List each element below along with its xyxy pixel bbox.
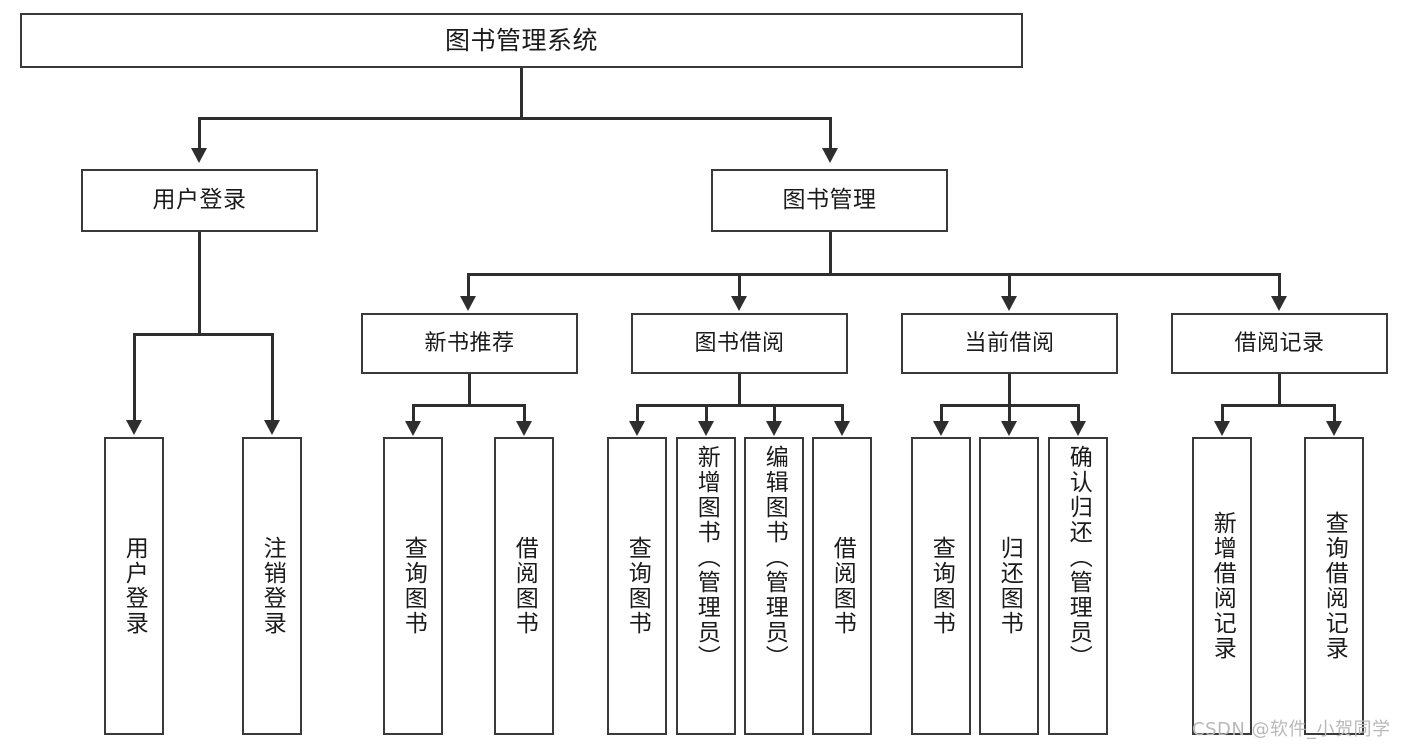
node-label: 借阅图书 (511, 536, 538, 636)
connector-current-trunk (1008, 374, 1011, 406)
arrow-borrow-to-query (629, 421, 645, 436)
leaf-current-query-book[interactable]: 查询图书 (911, 437, 971, 735)
connector-current-c3 (1077, 404, 1080, 422)
arrow-record-to-query (1326, 421, 1342, 436)
connector-current-c1 (940, 404, 943, 422)
leaf-user-login[interactable]: 用户登录 (104, 437, 164, 735)
node-label: 图书管理系统 (444, 25, 598, 55)
arrow-borrow-to-edit (766, 421, 782, 436)
connector-record-c2 (1333, 404, 1336, 422)
node-label: 查询图书 (624, 536, 651, 636)
leaf-recommend-query-book[interactable]: 查询图书 (383, 437, 443, 735)
arrow-recommend-to-borrow (516, 421, 532, 436)
node-label: 编辑图书（管理员） (761, 445, 788, 670)
node-label: 图书管理 (782, 186, 877, 213)
node-label: 归还图书 (996, 536, 1023, 636)
arrow-bookmgmt-to-borrow (731, 296, 747, 311)
arrow-login-to-logout (264, 420, 280, 435)
node-borrow-record[interactable]: 借阅记录 (1171, 313, 1388, 374)
connector-root-to-login (198, 117, 201, 149)
connector-current-c2 (1008, 404, 1011, 422)
connector-bookmgmt-trunk (829, 232, 832, 275)
connector-login-left (133, 333, 136, 421)
node-book-management[interactable]: 图书管理 (711, 169, 948, 232)
connector-bookmgmt-b2 (738, 273, 741, 297)
arrow-borrow-to-lend (834, 421, 850, 436)
leaf-borrow-edit-book[interactable]: 编辑图书（管理员） (744, 437, 804, 735)
node-root-system[interactable]: 图书管理系统 (20, 13, 1023, 68)
arrow-current-to-confirm (1070, 421, 1086, 436)
leaf-recommend-borrow-book[interactable]: 借阅图书 (494, 437, 554, 735)
node-label: 当前借阅 (964, 330, 1055, 356)
connector-borrow-c3 (773, 404, 776, 422)
connector-login-trunk (198, 232, 201, 335)
connector-borrow-bar (637, 404, 844, 407)
connector-root-to-bookmgmt (829, 117, 832, 149)
leaf-borrow-add-book[interactable]: 新增图书（管理员） (676, 437, 736, 735)
connector-borrow-c4 (841, 404, 844, 422)
node-new-book-recommend[interactable]: 新书推荐 (361, 313, 578, 374)
arrow-recommend-to-query (405, 421, 421, 436)
node-label: 查询图书 (400, 536, 427, 636)
connector-borrow-c2 (705, 404, 708, 422)
watermark: CSDN @软件_小贺同学 (1192, 719, 1391, 740)
node-label: 查询借阅记录 (1321, 511, 1348, 661)
arrow-current-to-return (1001, 421, 1017, 436)
connector-bookmgmt-b3 (1008, 273, 1011, 297)
node-label: 新增借阅记录 (1209, 511, 1236, 661)
node-label: 用户登录 (121, 536, 148, 636)
node-label: 新增图书（管理员） (693, 445, 720, 670)
node-label: 新书推荐 (424, 330, 515, 356)
node-current-borrow[interactable]: 当前借阅 (901, 313, 1118, 374)
connector-login-bar (134, 333, 274, 336)
connector-borrow-c1 (636, 404, 639, 422)
leaf-borrow-lend-book[interactable]: 借阅图书 (812, 437, 872, 735)
arrow-root-to-bookmgmt (822, 148, 838, 163)
arrow-bookmgmt-to-current (1001, 296, 1017, 311)
leaf-record-query[interactable]: 查询借阅记录 (1304, 437, 1364, 735)
node-label: 查询图书 (928, 536, 955, 636)
connector-recommend-c2 (523, 404, 526, 422)
node-label: 注销登录 (259, 536, 286, 636)
connector-recommend-c1 (412, 404, 415, 422)
node-user-login[interactable]: 用户登录 (81, 169, 318, 232)
leaf-current-confirm-return[interactable]: 确认归还（管理员） (1048, 437, 1108, 735)
arrow-current-to-query (933, 421, 949, 436)
connector-recommend-bar (413, 404, 526, 407)
connector-record-trunk (1278, 374, 1281, 406)
connector-root-trunk (520, 68, 523, 117)
connector-root-bar (198, 117, 832, 120)
connector-borrow-trunk (738, 374, 741, 406)
arrow-bookmgmt-to-recommend (460, 296, 476, 311)
leaf-record-add[interactable]: 新增借阅记录 (1192, 437, 1252, 735)
connector-bookmgmt-b4 (1278, 273, 1281, 297)
node-book-borrow[interactable]: 图书借阅 (631, 313, 848, 374)
arrow-record-to-add (1214, 421, 1230, 436)
node-label: 图书借阅 (694, 330, 785, 356)
node-label: 用户登录 (152, 186, 247, 213)
connector-record-bar (1222, 404, 1336, 407)
leaf-logout[interactable]: 注销登录 (242, 437, 302, 735)
arrow-bookmgmt-to-record (1271, 296, 1287, 311)
connector-login-right (271, 333, 274, 421)
arrow-login-to-user-login (126, 420, 142, 435)
connector-bookmgmt-b1 (467, 273, 470, 297)
node-label: 借阅记录 (1234, 330, 1325, 356)
connector-bookmgmt-bar (468, 273, 1280, 276)
arrow-borrow-to-add (698, 421, 714, 436)
connector-recommend-trunk (468, 374, 471, 406)
leaf-borrow-query-book[interactable]: 查询图书 (607, 437, 667, 735)
node-label: 借阅图书 (829, 536, 856, 636)
arrow-root-to-login (191, 148, 207, 163)
connector-record-c1 (1221, 404, 1224, 422)
node-label: 确认归还（管理员） (1065, 445, 1092, 670)
leaf-current-return-book[interactable]: 归还图书 (979, 437, 1039, 735)
